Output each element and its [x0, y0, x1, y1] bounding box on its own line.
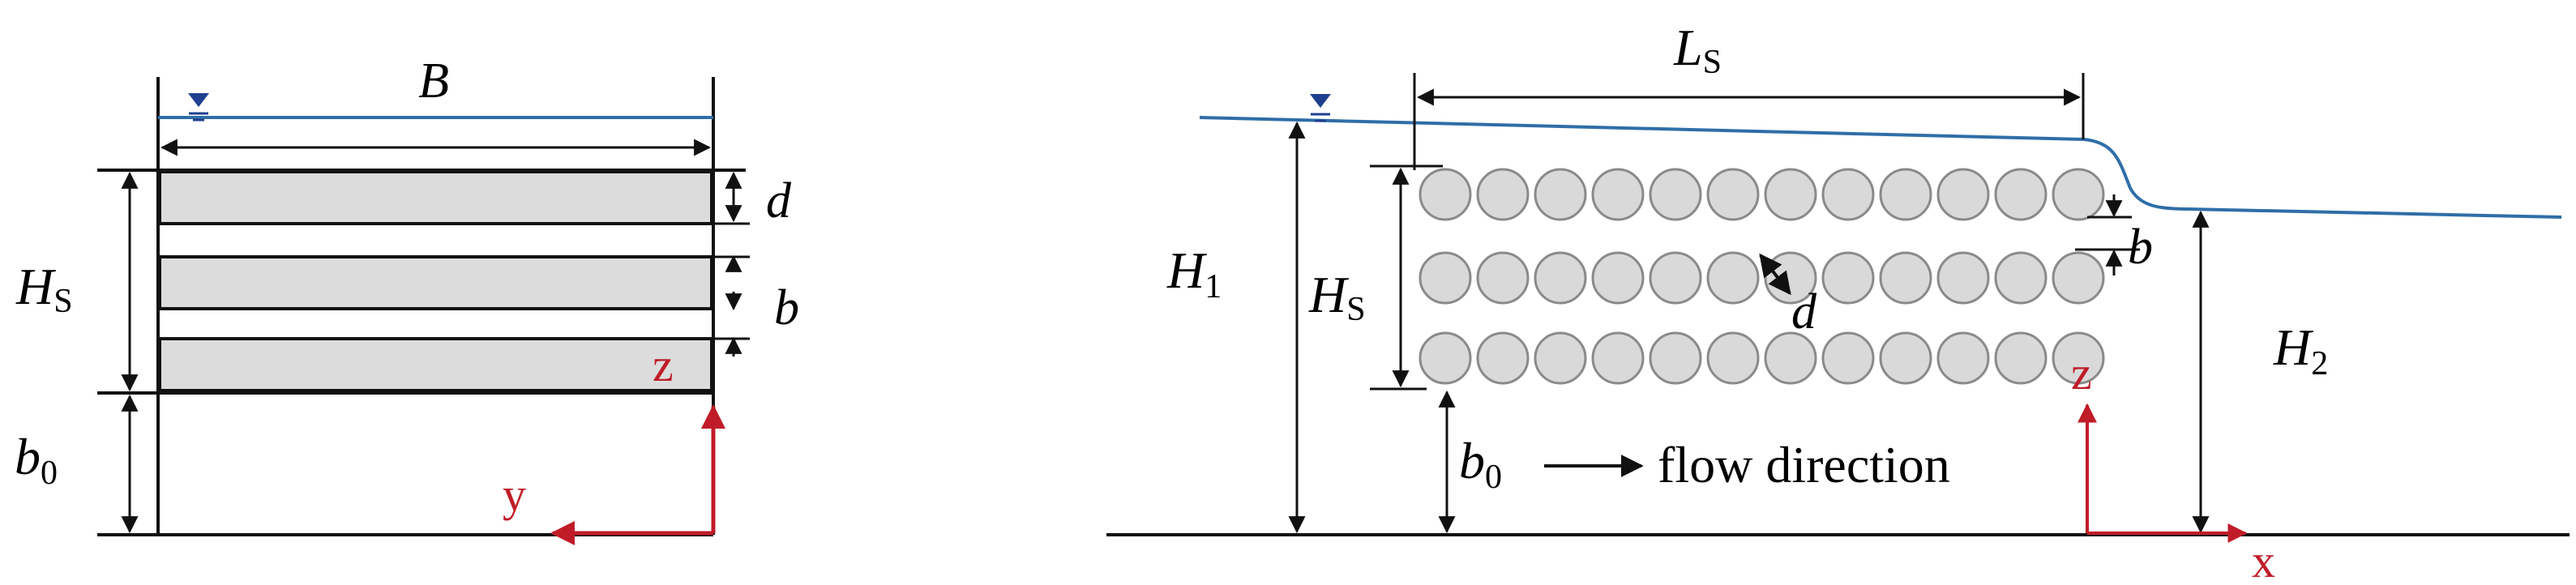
- cylinder: [1534, 331, 1587, 385]
- z-label-side: z: [2071, 347, 2092, 399]
- cylinder: [1936, 331, 1990, 385]
- label-b0-side: b0: [1459, 432, 1502, 496]
- water-surface-side: [1199, 116, 2562, 219]
- cylinder: [1764, 168, 1817, 221]
- slat-1: [158, 170, 713, 225]
- cylinder-array: [1419, 168, 2105, 385]
- cylinder: [1879, 251, 1932, 305]
- cylinder: [1534, 251, 1587, 305]
- cylinder: [1821, 168, 1875, 221]
- cylinder: [1879, 168, 1932, 221]
- slat-2: [158, 255, 713, 310]
- label-Hs-side: HS: [1308, 266, 1366, 328]
- label-b0: b0: [15, 428, 58, 492]
- side-view-panel: LS H1 HS b0 flow direction d b H2 z: [1106, 19, 2570, 585]
- cylinder: [1994, 251, 2048, 305]
- label-H2: H2: [2273, 318, 2328, 382]
- cylinder: [1649, 331, 1702, 385]
- cylinder: [1591, 168, 1645, 221]
- cylinder: [1706, 251, 1760, 305]
- label-b: b: [774, 280, 799, 335]
- cylinder: [1476, 168, 1530, 221]
- dim-d-side: [1759, 253, 1791, 296]
- cylinder: [2052, 331, 2105, 385]
- label-B: B: [418, 53, 449, 109]
- cylinder: [1649, 251, 1702, 305]
- cylinder: [2052, 251, 2105, 305]
- cylinder: [1706, 331, 1760, 385]
- label-Ls: LS: [1673, 19, 1722, 81]
- label-Hs: HS: [15, 258, 73, 320]
- label-b-side: b: [2128, 220, 2153, 275]
- cross-section-panel: B HS b0 d b z y: [15, 53, 799, 545]
- cylinder: [1419, 251, 1472, 305]
- cylinder: [1476, 251, 1530, 305]
- cylinder: [1764, 331, 1817, 385]
- label-d: d: [766, 173, 792, 228]
- cylinder: [1879, 331, 1932, 385]
- cylinder: [1419, 168, 1472, 221]
- cylinder: [2052, 168, 2105, 221]
- slat-3: [158, 337, 713, 392]
- z-label-cross: z: [653, 339, 674, 391]
- cylinder: [1706, 168, 1760, 221]
- cylinder: [1591, 331, 1645, 385]
- y-label-cross: y: [503, 468, 526, 521]
- x-label-side: x: [2252, 535, 2275, 585]
- cylinder: [1994, 168, 2048, 221]
- cylinder: [1534, 168, 1587, 221]
- water-level-marker: [188, 93, 209, 122]
- cylinder: [1821, 251, 1875, 305]
- cylinder: [1419, 331, 1472, 385]
- flow-direction-label: flow direction: [1658, 436, 1950, 493]
- cylinder: [1476, 331, 1530, 385]
- cylinder: [1936, 251, 1990, 305]
- cylinder: [1649, 168, 1702, 221]
- cylinder: [1821, 331, 1875, 385]
- cylinder: [1994, 331, 2048, 385]
- cylinder: [1591, 251, 1645, 305]
- label-H1: H1: [1166, 241, 1222, 305]
- label-d-side: d: [1791, 284, 1817, 339]
- water-level-marker-side: [1310, 94, 1331, 122]
- cylinder: [1936, 168, 1990, 221]
